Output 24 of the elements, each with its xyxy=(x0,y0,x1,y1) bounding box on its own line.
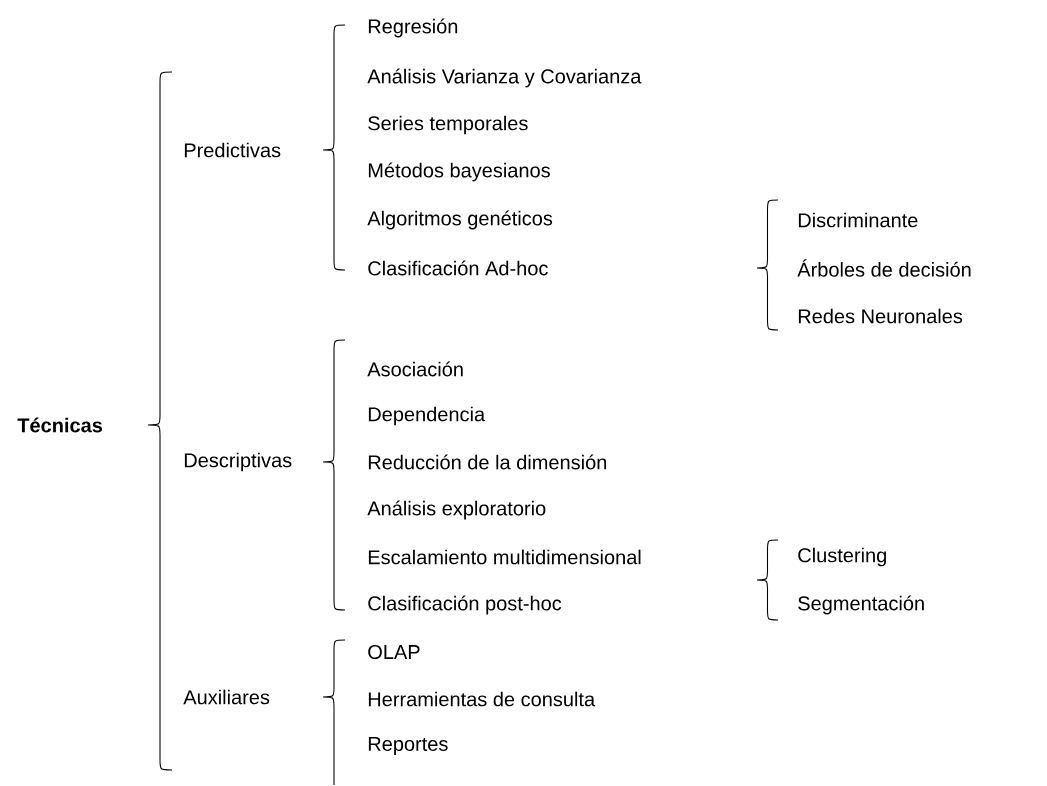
item-label: Árboles de decisión xyxy=(797,259,971,277)
item-label: Segmentación xyxy=(798,595,924,615)
item-label: Herramientas de consulta xyxy=(368,691,596,707)
item-label: Dependencia xyxy=(368,406,486,426)
item-label: Clustering xyxy=(798,547,886,567)
item-label: Redes Neuronales xyxy=(798,308,963,324)
category-label: Auxiliares xyxy=(183,689,270,705)
item-label: Series temporales xyxy=(368,115,528,135)
category-label: Predictivas xyxy=(184,142,281,158)
item-label: Regresión xyxy=(368,18,458,38)
item-label: Reducción de la dimensión xyxy=(368,454,607,470)
item-label: Métodos bayesianos xyxy=(368,162,550,182)
item-label: Clasificación Ad-hoc xyxy=(368,260,548,276)
item-label: Reportes xyxy=(368,737,448,755)
item-label: Clasificación post-hoc xyxy=(368,595,562,615)
item-label: OLAP xyxy=(368,644,420,660)
root-label: Técnicas xyxy=(17,417,103,433)
category-label: Descriptivas xyxy=(184,452,292,472)
item-label: Algoritmos genéticos xyxy=(367,210,553,230)
item-label: Escalamiento multidimensional xyxy=(368,549,641,565)
item-label: Discriminante xyxy=(798,212,918,228)
item-label: Análisis exploratorio xyxy=(367,500,546,520)
item-label: Análisis Varianza y Covarianza xyxy=(367,68,642,88)
item-label: Asociación xyxy=(367,361,463,377)
